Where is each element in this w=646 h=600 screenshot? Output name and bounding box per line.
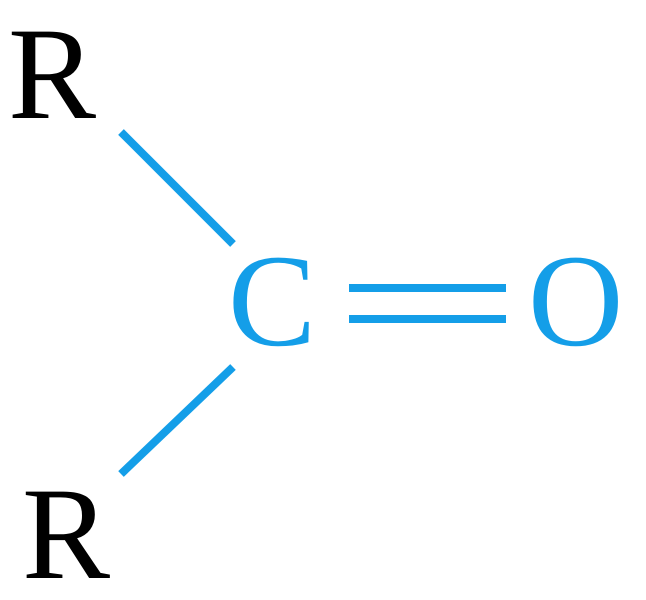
carbon-atom: C: [228, 227, 317, 374]
substituent-r-top: R: [8, 0, 97, 147]
bond-r-bottom-to-carbon: [118, 364, 236, 477]
substituent-r-bottom: R: [22, 460, 111, 600]
bond-r-top-to-carbon: [118, 129, 236, 247]
oxygen-atom: O: [528, 227, 624, 374]
